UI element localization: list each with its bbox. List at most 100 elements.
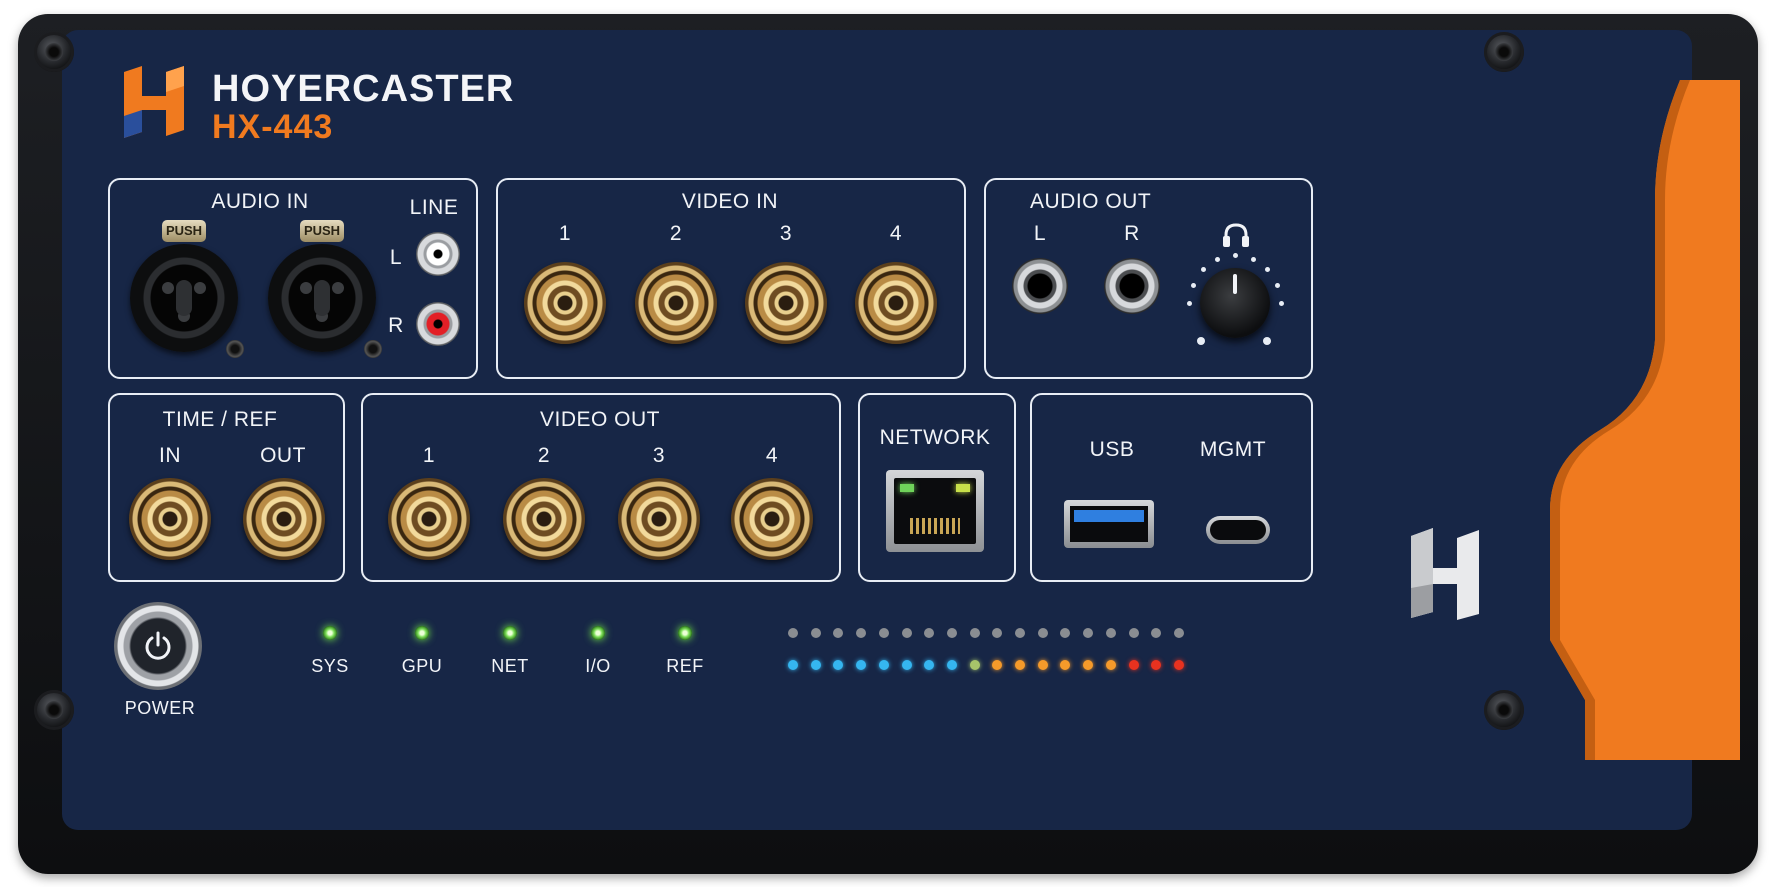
meter-segment-bottom: [1060, 660, 1071, 670]
bnc-video-out-2[interactable]: [503, 478, 585, 560]
meter-segment-bottom: [969, 660, 980, 670]
line-right-label: R: [388, 314, 404, 337]
power-label: POWER: [124, 698, 196, 718]
bnc-video-in-4[interactable]: [855, 262, 937, 344]
usb-a-port[interactable]: [1064, 500, 1154, 548]
bnc-ref-in[interactable]: [129, 478, 211, 560]
panel-screw: [364, 340, 382, 358]
meter-segment-bottom: [1173, 660, 1184, 670]
ethernet-port[interactable]: [886, 470, 984, 552]
corner-screw: [1484, 32, 1524, 72]
meter-segment-top: [1105, 628, 1116, 638]
meter-segment-bottom: [788, 660, 798, 670]
video-in-panel: [496, 178, 966, 379]
status-led-io: [591, 626, 605, 640]
time-ref-out-label: OUT: [260, 444, 306, 467]
corner-screw: [34, 690, 74, 730]
meter-segment-bottom: [810, 660, 821, 670]
meter-segment-bottom: [878, 660, 889, 670]
side-logo-icon: [1411, 528, 1479, 620]
video-out-number: 4: [765, 444, 779, 467]
video-out-title: VIDEO OUT: [539, 408, 660, 431]
video-in-number: 1: [558, 222, 572, 245]
meter-segment-bottom: [1083, 660, 1094, 670]
audio-in-title: AUDIO IN: [211, 190, 309, 213]
status-label-sys: SYS: [311, 656, 349, 676]
meter-segment-top: [924, 628, 935, 638]
meter-segment-top: [969, 628, 980, 638]
bnc-video-out-3[interactable]: [618, 478, 700, 560]
audio-out-left-jack[interactable]: [1012, 258, 1068, 314]
meter-segment-bottom: [1105, 660, 1116, 670]
rca-line-right[interactable]: [416, 302, 460, 346]
meter-segment-bottom: [1151, 660, 1162, 670]
usb-mgmt-panel: [1030, 393, 1313, 582]
meter-segment-top: [1173, 628, 1184, 638]
audio-out-left-label: L: [1033, 222, 1047, 245]
model-name: HX-443: [212, 108, 334, 146]
mgmt-label: MGMT: [1199, 438, 1267, 461]
status-label-io: I/O: [585, 656, 611, 676]
xlr-release-tab-2[interactable]: PUSH: [300, 220, 344, 242]
panel-screw: [226, 340, 244, 358]
bnc-video-in-1[interactable]: [524, 262, 606, 344]
meter-segment-bottom: [992, 660, 1003, 670]
bnc-ref-out[interactable]: [243, 478, 325, 560]
line-label: LINE: [409, 196, 459, 219]
time-ref-in-label: IN: [159, 444, 181, 467]
line-left-label: L: [389, 246, 403, 269]
time-ref-title: TIME / REF: [162, 408, 278, 431]
status-led-sys: [323, 626, 337, 640]
meter-segment-top: [1128, 628, 1139, 638]
bnc-video-in-3[interactable]: [745, 262, 827, 344]
meter-segment-bottom: [833, 660, 844, 670]
meter-segment-top: [901, 628, 912, 638]
xlr-release-tab-1[interactable]: PUSH: [162, 220, 206, 242]
video-in-number: 2: [669, 222, 683, 245]
corner-screw: [1484, 690, 1524, 730]
brand-logo-icon: [124, 66, 184, 138]
meter-segment-top: [833, 628, 844, 638]
meter-segment-top: [810, 628, 821, 638]
power-button[interactable]: [114, 602, 202, 690]
rca-line-left[interactable]: [416, 232, 460, 276]
bnc-video-out-4[interactable]: [731, 478, 813, 560]
status-led-net: [503, 626, 517, 640]
meter-segment-bottom: [1037, 660, 1048, 670]
meter-segment-top: [788, 628, 798, 638]
status-label-net: NET: [491, 656, 529, 676]
time-ref-panel: [108, 393, 345, 582]
video-out-panel: [361, 393, 841, 582]
power-icon: [145, 631, 171, 660]
meter-segment-bottom: [856, 660, 867, 670]
link-led: [900, 484, 914, 492]
headphone-volume-knob[interactable]: [1200, 268, 1270, 338]
network-title: NETWORK: [879, 426, 991, 449]
meter-segment-top: [1083, 628, 1094, 638]
usb-c-mgmt-port[interactable]: [1206, 516, 1270, 544]
meter-segment-top: [856, 628, 867, 638]
bnc-video-in-2[interactable]: [635, 262, 717, 344]
activity-led: [956, 484, 970, 492]
audio-out-right-jack[interactable]: [1104, 258, 1160, 314]
audio-in-panel: [108, 178, 478, 379]
meter-segment-bottom: [924, 660, 935, 670]
orange-side-accent: [1550, 80, 1740, 760]
video-out-number: 3: [652, 444, 666, 467]
status-led-ref: [678, 626, 692, 640]
xlr-combo-input-2[interactable]: [268, 244, 376, 352]
headphones-icon: [1223, 223, 1249, 247]
audio-out-right-label: R: [1124, 222, 1140, 245]
usb-label: USB: [1089, 438, 1135, 461]
bnc-video-out-1[interactable]: [388, 478, 470, 560]
xlr-combo-input-1[interactable]: [130, 244, 238, 352]
network-panel: [858, 393, 1016, 582]
status-led-gpu: [415, 626, 429, 640]
meter-segment-top: [1015, 628, 1025, 638]
meter-segment-bottom: [1128, 660, 1139, 670]
video-out-number: 2: [537, 444, 551, 467]
meter-segment-top: [1037, 628, 1048, 638]
video-in-number: 4: [889, 222, 903, 245]
video-out-number: 1: [422, 444, 436, 467]
meter-segment-top: [992, 628, 1003, 638]
